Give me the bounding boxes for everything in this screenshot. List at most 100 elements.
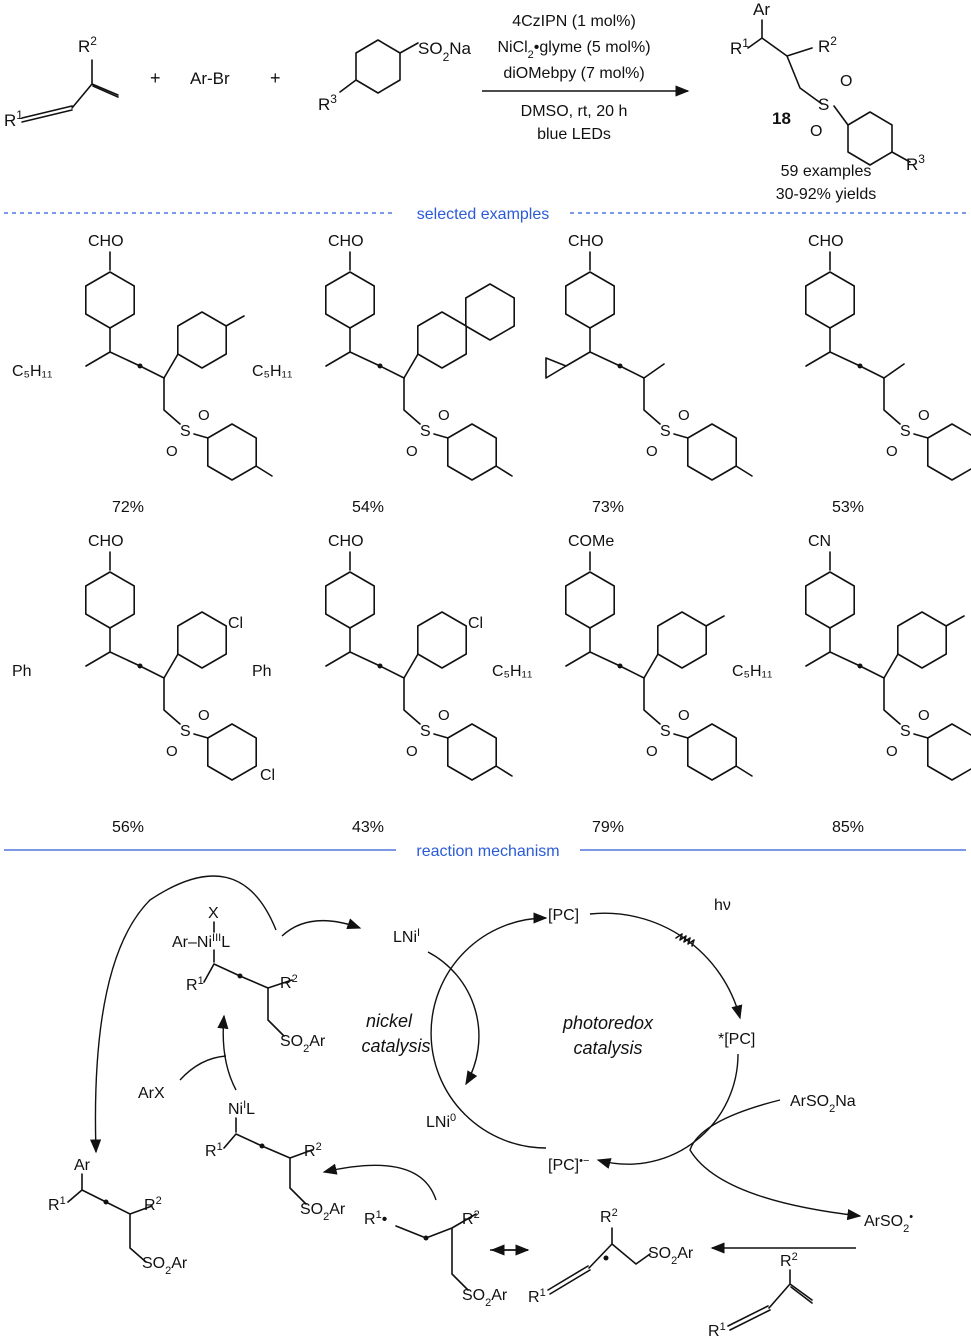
svg-text:O: O [198,707,210,724]
svg-text:Ph: Ph [252,663,272,680]
svg-text:ArSO2•: ArSO2• [864,1211,913,1235]
mechanism: X Ar–NiIIIL R1 R2 SO2Ar nickel catalysis… [48,875,913,1340]
svg-text:CN: CN [808,533,831,550]
yield-label: 43% [352,819,384,836]
svg-text:Cl: Cl [468,615,483,632]
svg-text:18: 18 [772,109,791,128]
allenyl-radical: R1• R2 SO2Ar [364,1209,508,1309]
svg-text:R1: R1 [205,1141,223,1160]
svg-text:Ar–NiIIIL: Ar–NiIIIL [172,932,230,951]
svg-text:CHO: CHO [328,533,364,550]
product-allene: Ar R1 R2 SO2Ar [48,1157,188,1277]
svg-text:S: S [420,723,431,740]
svg-text:C₅H₁₁: C₅H₁₁ [492,663,532,680]
svg-text:O: O [918,407,930,424]
enyne-bottom: R1 R2 [708,1251,813,1340]
svg-text:S: S [420,423,431,440]
svg-text:Cl: Cl [260,767,275,784]
svg-text:COMe: COMe [568,533,614,550]
svg-text:O: O [198,407,210,424]
svg-text:[PC]•−: [PC]•− [548,1155,589,1174]
svg-text:DMSO, rt, 20 h: DMSO, rt, 20 h [521,103,628,120]
svg-text:R2: R2 [780,1251,798,1270]
nickel-catalysis-label: nickel [366,1011,413,1031]
svg-text:O: O [438,707,450,724]
svg-text:C₅H₁₁: C₅H₁₁ [732,663,772,680]
photoredox-label: photoredox [562,1013,654,1033]
svg-text:O: O [886,443,898,460]
svg-text:R3: R3 [906,152,925,174]
svg-text:R2: R2 [462,1209,480,1228]
svg-text:30-92% yields: 30-92% yields [776,186,877,203]
svg-text:R1: R1 [186,975,204,994]
svg-text:O: O [406,443,418,460]
yield-label: 53% [832,499,864,516]
ni1-allenyl: NiIL R1 R2 SO2Ar [205,1099,346,1223]
svg-text:LNiI: LNiI [393,927,420,946]
svg-text:R1: R1 [730,36,749,58]
section-reaction-mechanism: reaction mechanism [416,843,559,860]
svg-text:O: O [166,743,178,760]
svg-text:S: S [900,423,911,440]
svg-text:SO2Ar: SO2Ar [462,1287,508,1309]
svg-text:blue LEDs: blue LEDs [537,126,611,143]
svg-text:O: O [166,443,178,460]
svg-text:R2: R2 [600,1207,618,1226]
svg-text:S: S [660,723,671,740]
svg-text:Ar: Ar [74,1157,91,1174]
examples-grid: CHOC₅H₁₁SOO72%CHOC₅H₁₁SOO54%CHOSOO73%CHO… [12,233,971,836]
svg-text:CHO: CHO [568,233,604,250]
svg-text:[PC]: [PC] [548,907,579,924]
ni3-complex: X Ar–NiIIIL R1 R2 SO2Ar [172,905,326,1055]
svg-text:hν: hν [714,897,731,914]
svg-text:ArX: ArX [138,1085,165,1102]
svg-text:S: S [900,723,911,740]
svg-text:SO2Ar: SO2Ar [280,1033,326,1055]
product-18: Ar R1 R2 S O O R3 18 59 examples 30-92% … [730,0,925,203]
svg-text:O: O [646,743,658,760]
r1-label: R1 [4,108,23,130]
yield-label: 56% [112,819,144,836]
svg-text:S: S [180,423,191,440]
svg-text:59 examples: 59 examples [781,163,872,180]
svg-text:LNi0: LNi0 [426,1112,456,1131]
svg-text:CHO: CHO [808,233,844,250]
svg-text:R1: R1 [708,1321,726,1340]
yield-label: 73% [592,499,624,516]
svg-text:R1•: R1• [364,1209,387,1228]
svg-text:O: O [678,707,690,724]
svg-text:C₅H₁₁: C₅H₁₁ [252,363,292,380]
svg-text:R2: R2 [818,34,837,56]
conditions: 4CzIPN (1 mol%) NiCl2•glyme (5 mol%) diO… [482,13,690,143]
svg-text:O: O [646,443,658,460]
svg-text:catalysis: catalysis [573,1038,642,1058]
yield-label: 72% [112,499,144,516]
svg-text:O: O [406,743,418,760]
svg-text:*[PC]: *[PC] [718,1031,755,1048]
svg-text:CHO: CHO [328,233,364,250]
svg-text:S: S [180,723,191,740]
svg-text:S: S [818,95,829,114]
svg-text:O: O [840,73,852,90]
svg-text:R2: R2 [144,1195,162,1214]
svg-text:R2: R2 [280,973,298,992]
svg-text:O: O [678,407,690,424]
svg-text:O: O [810,123,822,140]
svg-text:NiCl2•glyme (5 mol%): NiCl2•glyme (5 mol%) [497,39,650,61]
svg-text:Ar: Ar [753,0,770,19]
svg-text:C₅H₁₁: C₅H₁₁ [12,363,52,380]
svg-text:Ph: Ph [12,663,32,680]
svg-text:S: S [660,423,671,440]
svg-text:O: O [886,743,898,760]
svg-text:R1: R1 [528,1287,546,1306]
svg-text:ArSO2Na: ArSO2Na [790,1093,856,1115]
example-3: CHO SO O 73% [545,233,753,516]
svg-text:R2: R2 [304,1141,322,1160]
svg-text:4CzIPN (1 mol%): 4CzIPN (1 mol%) [512,13,636,30]
